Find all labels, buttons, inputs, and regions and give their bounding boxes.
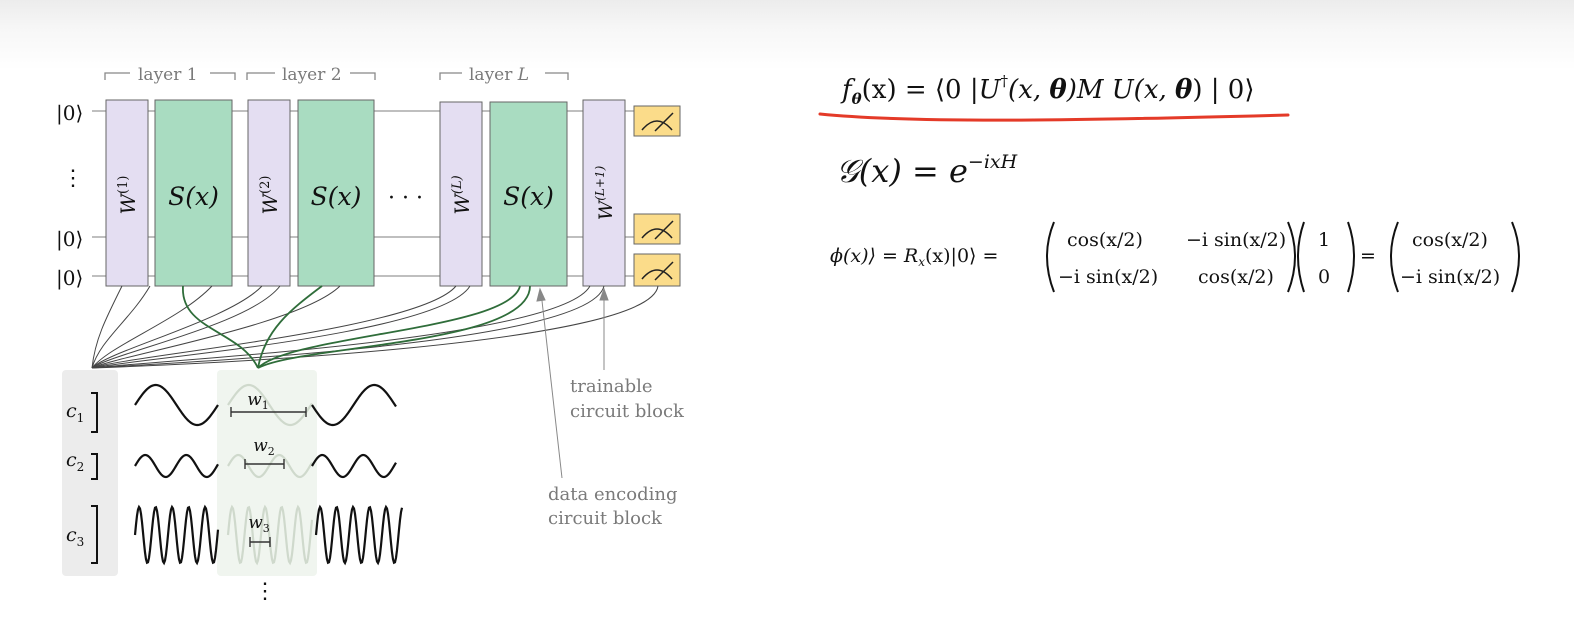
svg-text:layer L: layer L xyxy=(469,65,529,85)
svg-text:cos(x/2): cos(x/2) xyxy=(1067,229,1143,251)
encoding-annotation-line1: data encoding xyxy=(548,484,678,505)
svg-text:w2: w2 xyxy=(253,436,275,458)
layer-label-L: layer L xyxy=(439,65,569,85)
trainable-block-1: W(1) xyxy=(105,99,149,287)
svg-text:−i sin(x/2): −i sin(x/2) xyxy=(1400,266,1500,288)
ket-0-top: |0⟩ xyxy=(56,101,83,126)
measurement-icon-bottom xyxy=(633,253,681,287)
svg-text:ϕ(x)⟩ = Rx(x)|0⟩ =: ϕ(x)⟩ = Rx(x)|0⟩ = xyxy=(830,245,998,269)
svg-text:cos(x/2): cos(x/2) xyxy=(1198,266,1274,288)
wave-c2-right xyxy=(311,453,397,479)
encoding-connectors xyxy=(182,285,531,369)
svg-text:W(L+1): W(L+1) xyxy=(593,165,617,220)
svg-text:S(x): S(x) xyxy=(311,182,362,211)
frequency-w3: w3 xyxy=(248,513,271,547)
frequency-column-bg xyxy=(217,370,317,576)
svg-text:S(x): S(x) xyxy=(503,182,554,211)
encoding-block-L: S(x) xyxy=(489,101,568,287)
svg-text:fθ(x) = ⟨0 |U†(x, θ)M U(x, θ): fθ(x) = ⟨0 |U†(x, θ)M U(x, θ) | 0⟩ xyxy=(840,72,1254,108)
coefficient-c1: c1 xyxy=(66,392,98,433)
svg-text:w3: w3 xyxy=(248,513,270,535)
layer-label-1: layer 1 xyxy=(104,65,236,85)
model-equation: fθ(x) = ⟨0 |U†(x, θ)M U(x, θ) | 0⟩ xyxy=(840,72,1254,108)
red-underline xyxy=(818,112,1290,122)
coefficient-c3: c3 xyxy=(66,505,98,564)
measurement-icon-top xyxy=(633,105,681,137)
trainable-block-2: W(2) xyxy=(247,99,291,287)
frequency-w2: w2 xyxy=(244,436,285,469)
layer-ellipsis: · · · xyxy=(388,186,423,211)
encoding-block-1: S(x) xyxy=(154,99,233,287)
frequency-w1: w1 xyxy=(230,390,307,417)
svg-text:0: 0 xyxy=(1318,266,1330,288)
svg-text:cos(x/2): cos(x/2) xyxy=(1412,229,1488,251)
trainable-block-L: W(L) xyxy=(439,101,483,287)
wave-c2-left xyxy=(134,453,219,479)
svg-text:=: = xyxy=(1360,245,1376,267)
measurement-icon-mid xyxy=(633,213,681,245)
svg-text:−i sin(x/2): −i sin(x/2) xyxy=(1186,229,1286,251)
wave-c3-left xyxy=(133,504,220,566)
svg-text:c2: c2 xyxy=(66,449,84,474)
ket-vdots: ⋮ xyxy=(62,166,84,191)
trainable-connectors xyxy=(91,285,659,369)
encoding-annotation-line2: circuit block xyxy=(548,508,663,529)
trainable-annotation-line2: circuit block xyxy=(570,401,685,422)
svg-text:W(1): W(1) xyxy=(116,176,140,215)
svg-text:W(L): W(L) xyxy=(450,175,474,214)
svg-text:c1: c1 xyxy=(66,400,84,425)
trainable-block-L-plus-1: W(L+1) xyxy=(582,99,626,287)
trainable-annotation-line1: trainable xyxy=(570,376,653,397)
svg-text:c3: c3 xyxy=(66,524,84,549)
wave-c1-left xyxy=(134,383,219,427)
svg-text:layer 1: layer 1 xyxy=(138,65,198,85)
wave-c1-right xyxy=(311,383,397,427)
layer-label-2: layer 2 xyxy=(246,65,376,85)
ket-0-bottom: |0⟩ xyxy=(56,266,83,291)
frequency-vdots: ⋮ xyxy=(254,579,276,604)
wave-c3-right xyxy=(314,504,404,566)
coefficient-c2: c2 xyxy=(66,449,98,480)
generator-equation: 𝒢(x) = e−ixH xyxy=(836,151,1018,190)
svg-text:−i sin(x/2): −i sin(x/2) xyxy=(1058,266,1158,288)
svg-text:layer 2: layer 2 xyxy=(282,65,342,85)
svg-text:1: 1 xyxy=(1318,229,1330,251)
state-equation: ϕ(x)⟩ = Rx(x)|0⟩ = cos(x/2) −i sin(x/2) … xyxy=(830,221,1520,293)
svg-text:𝒢(x) = e−ixH: 𝒢(x) = e−ixH xyxy=(836,151,1018,190)
annotation-pointers xyxy=(536,287,609,479)
fourier-waves xyxy=(133,383,404,566)
svg-text:w1: w1 xyxy=(247,390,269,412)
wave-c1-faded xyxy=(227,383,313,427)
ket-0-mid: |0⟩ xyxy=(56,227,83,252)
svg-text:W(2): W(2) xyxy=(258,176,282,215)
encoding-block-2: S(x) xyxy=(297,99,375,287)
coefficient-column-bg xyxy=(62,370,118,576)
svg-text:S(x): S(x) xyxy=(168,182,219,211)
